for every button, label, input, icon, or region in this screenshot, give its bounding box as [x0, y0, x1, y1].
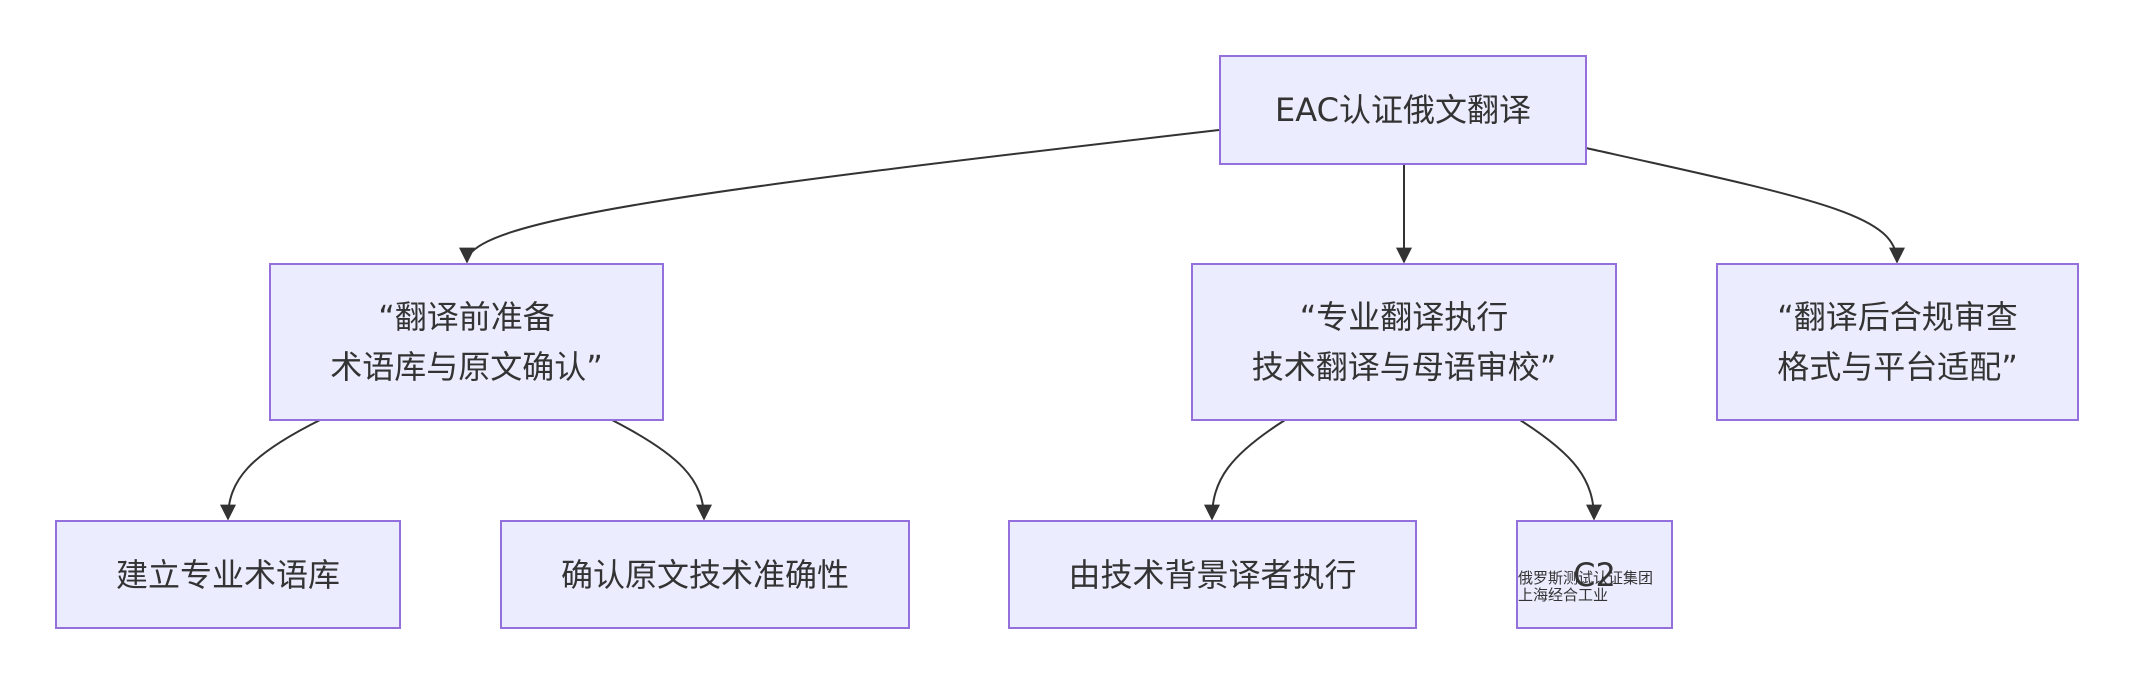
node-root-label: EAC认证俄文翻译: [1275, 91, 1531, 129]
edge-root-review: [1585, 147, 1905, 264]
node-prep[interactable]: “翻译前准备 术语库与原文确认”: [269, 263, 664, 421]
node-glossary-label: 建立专业术语库: [115, 555, 340, 594]
node-verify-label: 确认原文技术准确性: [560, 555, 849, 594]
node-review-label: “翻译后合规审查 格式与平台适配”: [1777, 298, 2018, 386]
node-translator-label: 由技术背景译者执行: [1068, 555, 1357, 594]
node-c2[interactable]: C2 俄罗斯测试认证集团 上海经合工业: [1516, 520, 1673, 629]
edge-prep-glossary: [220, 419, 321, 521]
edge-root-prep: [459, 129, 1220, 264]
node-prep-label: “翻译前准备 术语库与原文确认”: [330, 298, 603, 386]
node-translator[interactable]: 由技术背景译者执行: [1008, 520, 1417, 629]
node-glossary[interactable]: 建立专业术语库: [55, 520, 401, 629]
node-c2-label: C2: [1573, 555, 1616, 594]
edge-exec-translator: [1204, 419, 1286, 521]
node-root[interactable]: EAC认证俄文翻译: [1219, 55, 1587, 165]
edge-exec-c2: [1519, 419, 1602, 521]
node-exec[interactable]: “专业翻译执行 技术翻译与母语审校”: [1191, 263, 1617, 421]
node-verify[interactable]: 确认原文技术准确性: [500, 520, 910, 629]
node-review[interactable]: “翻译后合规审查 格式与平台适配”: [1716, 263, 2079, 421]
edge-prep-verify: [611, 419, 712, 521]
node-exec-label: “专业翻译执行 技术翻译与母语审校”: [1251, 298, 1557, 386]
node-c2-overlay-text: 俄罗斯测试认证集团 上海经合工业: [1518, 569, 1654, 604]
